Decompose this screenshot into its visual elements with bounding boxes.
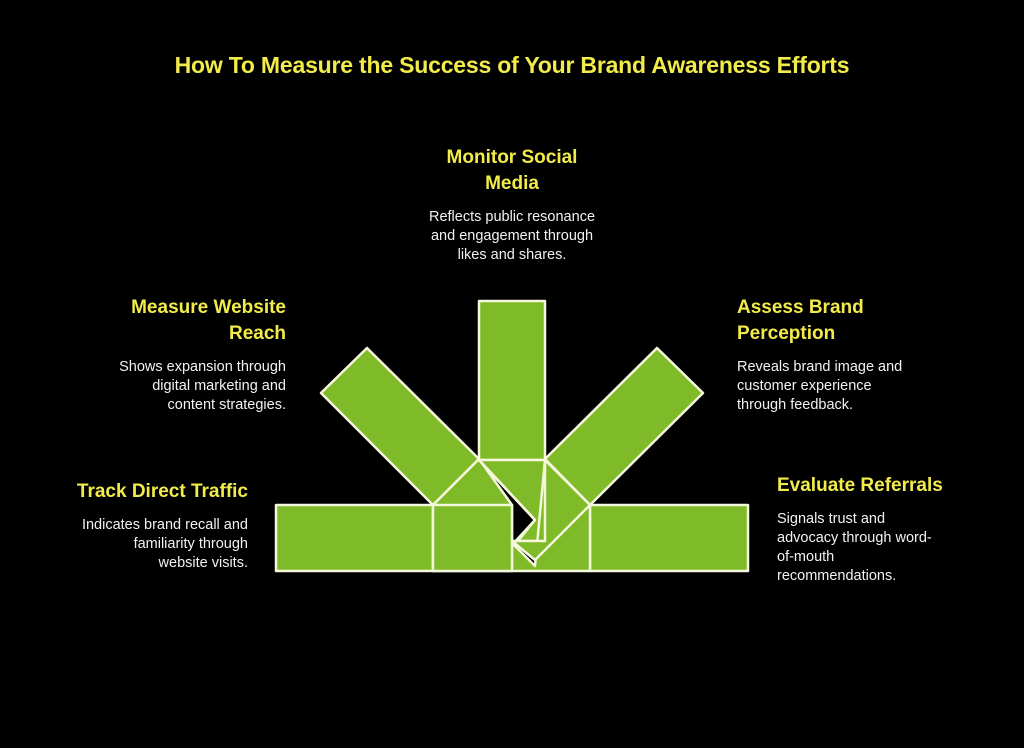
item-track-direct-traffic: Track Direct Traffic Indicates brand rec…: [40, 479, 248, 573]
desc-line: Shows expansion through: [119, 359, 286, 375]
desc-line: advocacy through word-: [777, 530, 932, 546]
heading-line: Assess Brand: [737, 297, 864, 318]
item-assess-brand-perception: Assess Brand Perception Reveals brand im…: [737, 295, 957, 415]
bar-assess-brand-perception: [543, 346, 705, 507]
heading-line: Media: [485, 173, 539, 194]
desc-line: Indicates brand recall and: [81, 517, 248, 533]
item-heading: Monitor Social Media: [392, 145, 632, 197]
heading-line: Perception: [737, 323, 836, 344]
desc-line: of-mouth: [777, 549, 835, 565]
item-heading: Evaluate Referrals: [777, 473, 977, 499]
desc-line: and engagement through: [430, 228, 594, 244]
item-description: Indicates brand recall and familiarity t…: [40, 516, 248, 573]
bar-monitor-social-media: [477, 299, 547, 462]
desc-line: recommendations.: [777, 568, 897, 584]
diagram-title: How To Measure the Success of Your Brand…: [174, 52, 850, 78]
heading-line: Monitor Social: [446, 147, 578, 168]
desc-line: content strategies.: [167, 397, 287, 413]
item-description: Signals trust and advocacy through word-…: [777, 510, 977, 586]
hub-chevron-edge: [478, 459, 537, 546]
item-description: Reveals brand image and customer experie…: [737, 358, 957, 415]
desc-line: through feedback.: [737, 397, 854, 413]
heading-line: Measure Website: [131, 297, 286, 318]
heading-line: Reach: [228, 323, 286, 344]
heading-line: Track Direct Traffic: [76, 481, 248, 502]
desc-line: Signals trust and: [777, 511, 886, 527]
desc-line: Reflects public resonance: [428, 209, 596, 225]
desc-line: website visits.: [158, 555, 248, 571]
item-evaluate-referrals: Evaluate Referrals Signals trust and adv…: [777, 473, 977, 586]
hub-left-square: [431, 503, 514, 573]
item-heading: Assess Brand Perception: [737, 295, 957, 347]
desc-line: digital marketing and: [152, 378, 286, 394]
item-heading: Track Direct Traffic: [40, 479, 248, 505]
desc-line: customer experience: [737, 378, 872, 394]
desc-line: familiarity through: [133, 536, 248, 552]
desc-line: Reveals brand image and: [737, 359, 903, 375]
item-description: Reflects public resonance and engagement…: [392, 208, 632, 265]
item-description: Shows expansion through digital marketin…: [70, 358, 286, 415]
desc-line: likes and shares.: [457, 247, 567, 263]
item-monitor-social-media: Monitor Social Media Reflects public res…: [392, 145, 632, 265]
hub-chevron: [510, 458, 592, 562]
bar-track-direct-traffic: [274, 503, 435, 573]
heading-line: Evaluate Referrals: [777, 475, 943, 496]
bar-evaluate-referrals: [588, 503, 750, 573]
item-measure-website-reach: Measure Website Reach Shows expansion th…: [70, 295, 286, 415]
item-heading: Measure Website Reach: [70, 295, 286, 347]
